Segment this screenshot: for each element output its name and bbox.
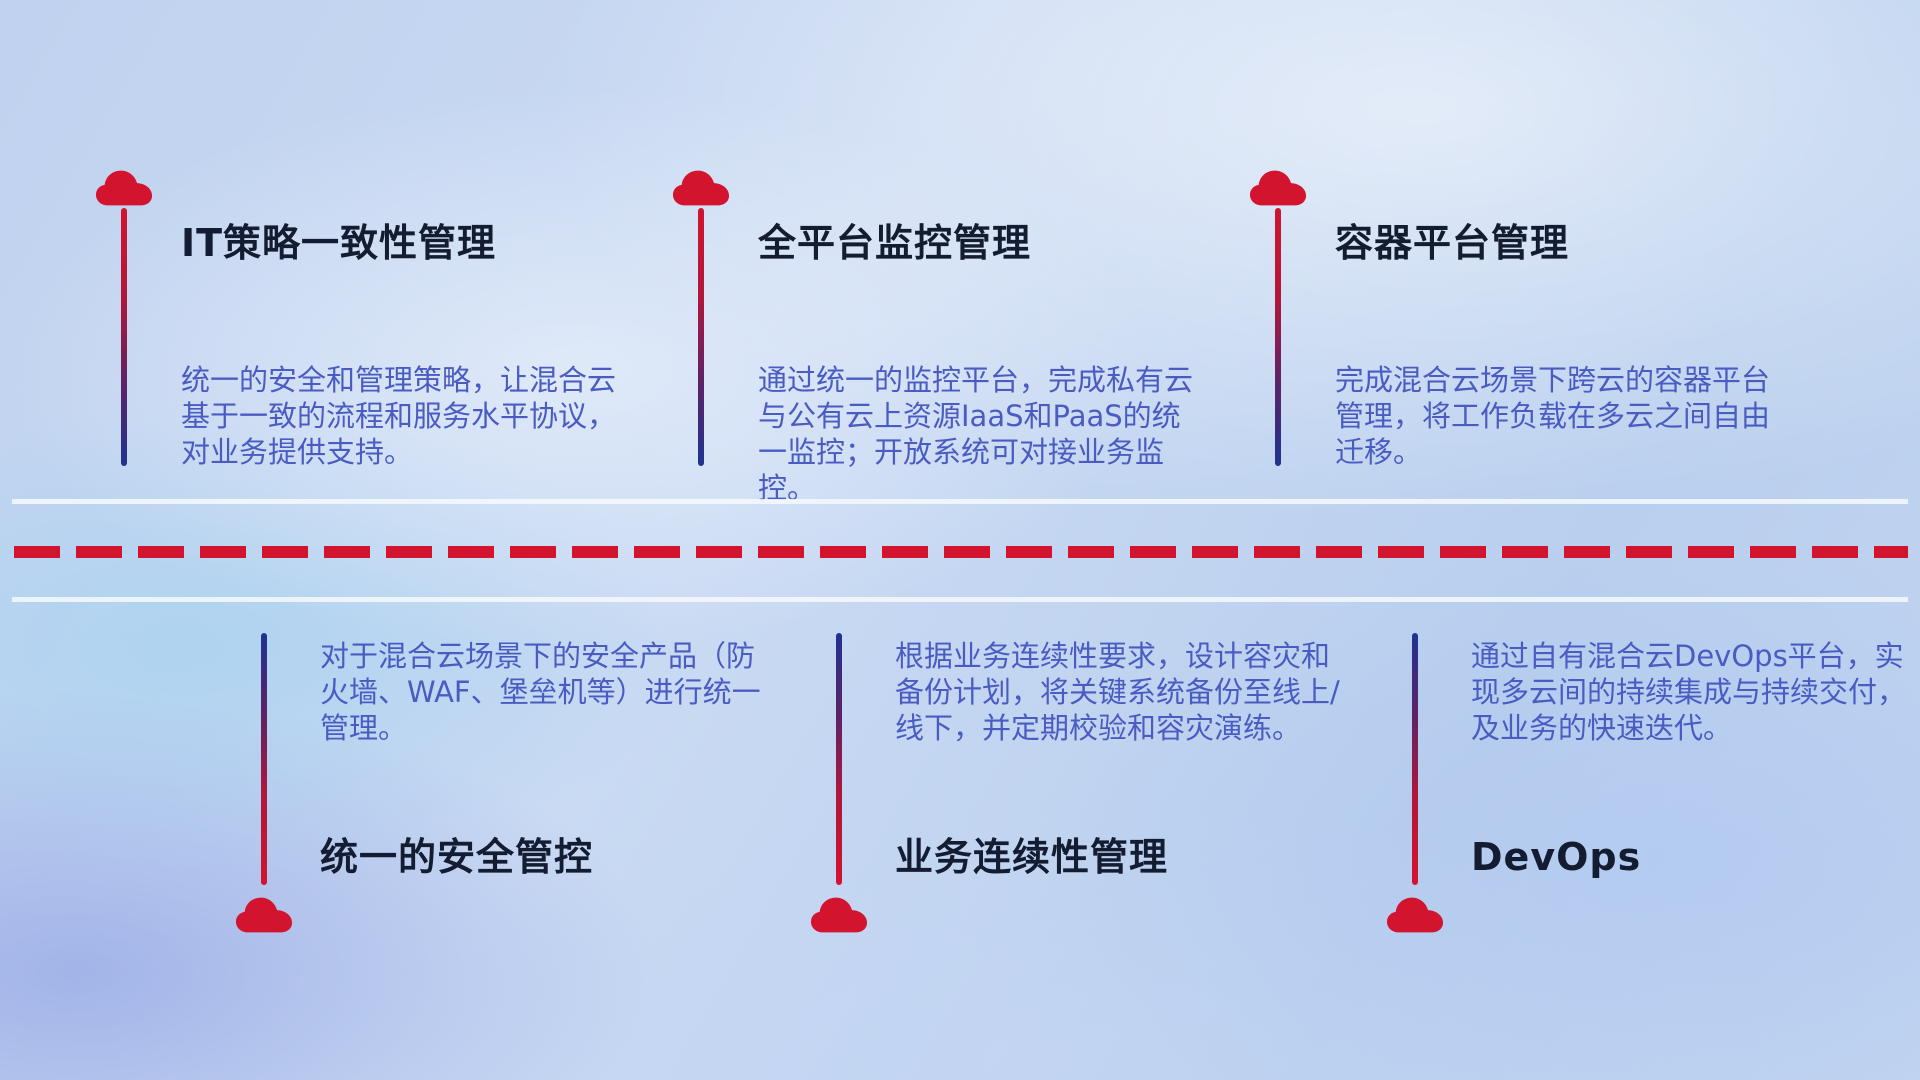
divider-solid-line-bottom xyxy=(12,597,1908,602)
item-description: 通过统一的监控平台，完成私有云与公有云上资源IaaS和PaaS的统一监控；开放系… xyxy=(758,363,1194,505)
connector-line xyxy=(121,208,127,466)
item-description: 通过自有混合云DevOps平台，实现多云间的持续集成与持续交付，及业务的快速迭代… xyxy=(1471,639,1907,745)
item-title: DevOps xyxy=(1471,835,1642,879)
item-title: IT策略一致性管理 xyxy=(181,221,497,265)
item-description: 对于混合云场景下的安全产品（防火墙、WAF、堡垒机等）进行统一管理。 xyxy=(320,639,761,745)
cloud-icon xyxy=(95,168,153,208)
item-title: 全平台监控管理 xyxy=(758,221,1032,265)
divider-solid-line-top xyxy=(12,499,1908,504)
feature-item-unified-security: 对于混合云场景下的安全产品（防火墙、WAF、堡垒机等）进行统一管理。 统一的安全… xyxy=(235,633,761,953)
connector-line xyxy=(261,633,267,885)
feature-item-business-continuity: 根据业务连续性要求，设计容灾和备份计划，将关键系统备份至线上/线下，并定期校验和… xyxy=(810,633,1340,953)
feature-item-devops: 通过自有混合云DevOps平台，实现多云间的持续集成与持续交付，及业务的快速迭代… xyxy=(1386,633,1906,953)
item-title: 业务连续性管理 xyxy=(895,835,1169,879)
cloud-icon xyxy=(1386,895,1444,935)
cloud-icon xyxy=(672,168,730,208)
feature-item-it-policy-consistency: IT策略一致性管理 统一的安全和管理策略，让混合云基于一致的流程和服务水平协议，… xyxy=(95,168,616,480)
item-title: 统一的安全管控 xyxy=(320,835,594,879)
item-title: 容器平台管理 xyxy=(1335,221,1570,265)
connector-line xyxy=(1412,633,1418,885)
connector-line xyxy=(836,633,842,885)
cloud-icon xyxy=(1249,168,1307,208)
connector-line xyxy=(1275,208,1281,466)
cloud-icon xyxy=(235,895,293,935)
cloud-icon xyxy=(810,895,868,935)
connector-line xyxy=(698,208,704,466)
item-description: 根据业务连续性要求，设计容灾和备份计划，将关键系统备份至线上/线下，并定期校验和… xyxy=(895,639,1340,745)
item-description: 统一的安全和管理策略，让混合云基于一致的流程和服务水平协议，对业务提供支持。 xyxy=(181,363,617,469)
feature-item-container-platform: 容器平台管理 完成混合云场景下跨云的容器平台管理，将工作负载在多云之间自由迁移。 xyxy=(1249,168,1770,480)
divider-dashed-line xyxy=(14,546,1908,558)
feature-item-full-platform-monitoring: 全平台监控管理 通过统一的监控平台，完成私有云与公有云上资源IaaS和PaaS的… xyxy=(672,168,1193,505)
item-description: 完成混合云场景下跨云的容器平台管理，将工作负载在多云之间自由迁移。 xyxy=(1335,363,1771,469)
